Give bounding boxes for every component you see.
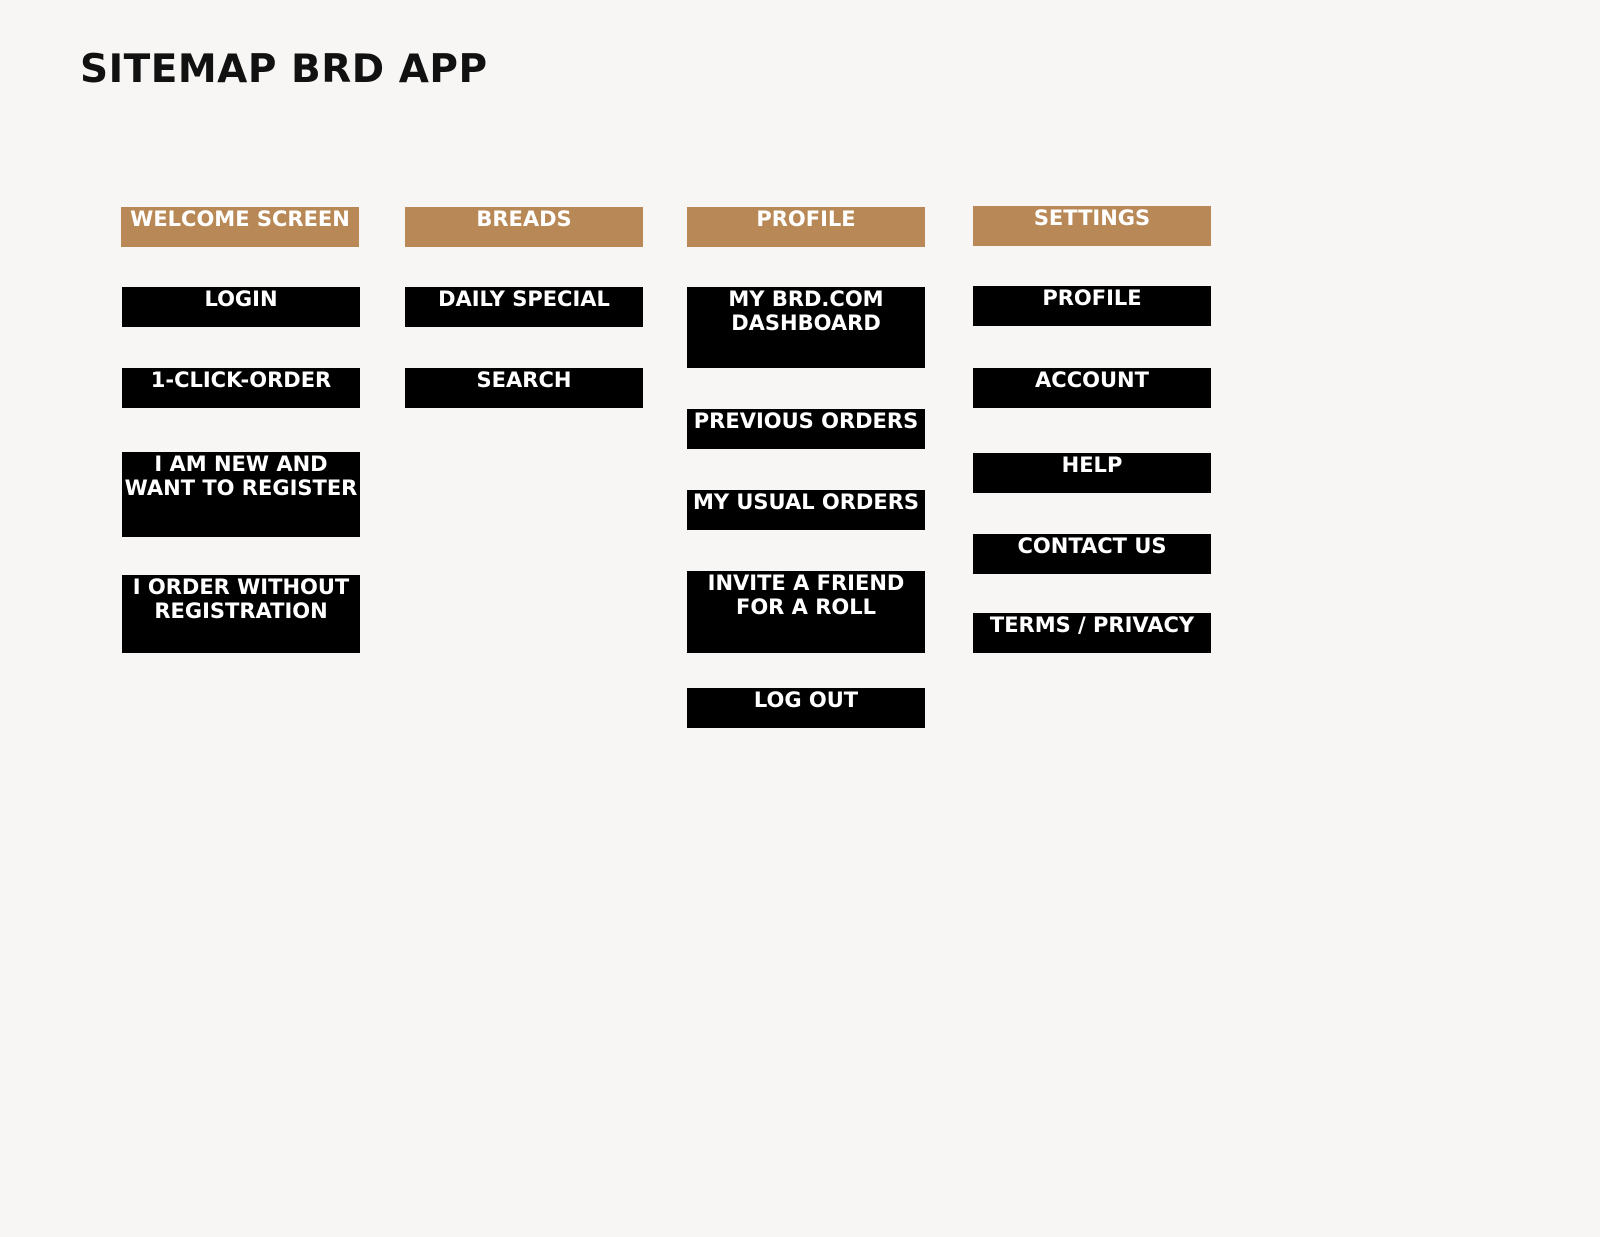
node-previous-orders: PREVIOUS ORDERS <box>687 409 925 449</box>
node-settings-profile: PROFILE <box>973 286 1211 326</box>
node-dashboard: MY BRD.COM DASHBOARD <box>687 287 925 368</box>
column-header-settings: SETTINGS <box>973 206 1211 246</box>
node-account: ACCOUNT <box>973 368 1211 408</box>
node-1-click-order: 1-CLICK-ORDER <box>122 368 360 408</box>
column-header-profile: PROFILE <box>687 207 925 247</box>
node-help: HELP <box>973 453 1211 493</box>
node-invite-friend: INVITE A FRIEND FOR A ROLL <box>687 571 925 653</box>
column-header-welcome-screen: WELCOME SCREEN <box>121 207 359 247</box>
page-title: SITEMAP BRD APP <box>80 47 488 92</box>
node-log-out: LOG OUT <box>687 688 925 728</box>
node-order-without-registration: I ORDER WITHOUT REGISTRATION <box>122 575 360 653</box>
node-daily-special: DAILY SPECIAL <box>405 287 643 327</box>
node-usual-orders: MY USUAL ORDERS <box>687 490 925 530</box>
column-header-breads: BREADS <box>405 207 643 247</box>
node-search: SEARCH <box>405 368 643 408</box>
node-contact-us: CONTACT US <box>973 534 1211 574</box>
node-login: LOGIN <box>122 287 360 327</box>
node-terms-privacy: TERMS / PRIVACY <box>973 613 1211 653</box>
node-register: I AM NEW AND WANT TO REGISTER <box>122 452 360 537</box>
